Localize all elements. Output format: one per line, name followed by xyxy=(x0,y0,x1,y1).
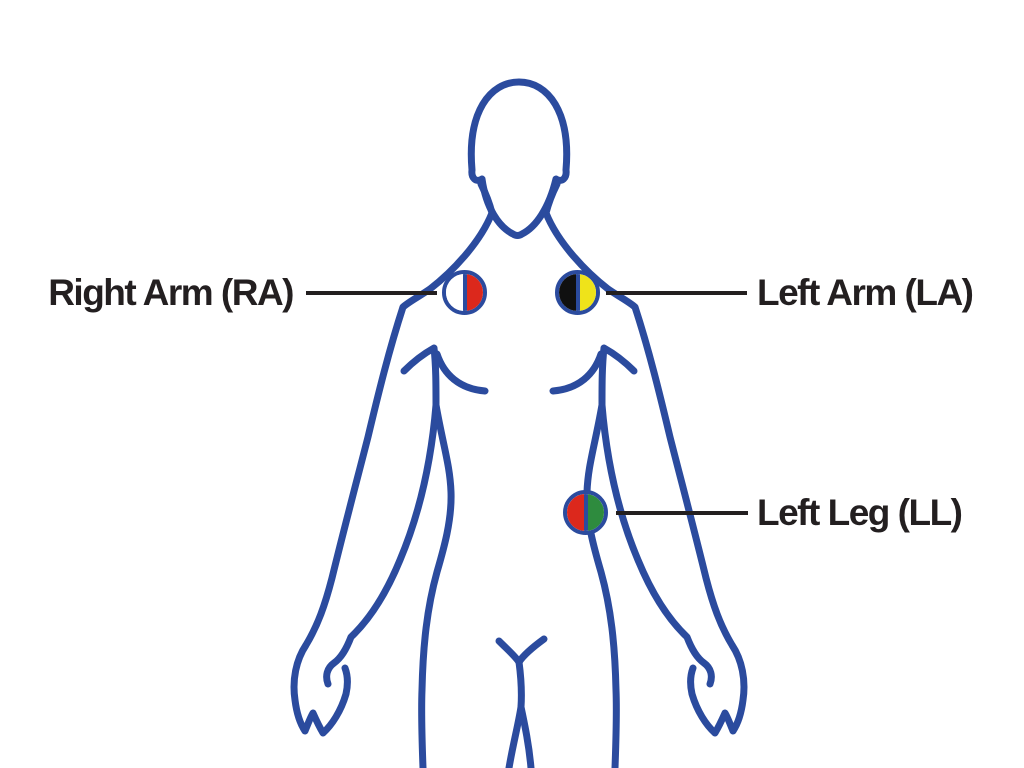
label-left-arm: Left Arm (LA) xyxy=(757,272,974,313)
left-pectoral-line xyxy=(549,350,605,395)
right-pectoral-line xyxy=(433,350,489,395)
body-outline-paths xyxy=(290,78,748,768)
right-torso-hip-leg xyxy=(418,401,455,768)
electrode-left-arm-divider xyxy=(575,274,580,311)
electrode-left-leg-divider xyxy=(583,494,588,531)
left-armpit-crease xyxy=(598,344,638,409)
label-left-leg: Left Leg (LL) xyxy=(757,492,963,533)
electrode-right-arm-divider xyxy=(462,274,467,311)
connector-line-left-leg xyxy=(616,511,748,515)
right-neck-shoulder-arm-hand xyxy=(290,180,496,737)
electrode-left-leg-left-half xyxy=(567,494,584,531)
connector-line-right-arm xyxy=(306,291,437,295)
left-inner-thigh xyxy=(517,703,535,768)
electrode-right-arm-left-half xyxy=(446,274,463,311)
electrode-left-leg-right-half xyxy=(587,494,604,531)
electrode-left-arm-right-half xyxy=(579,274,596,311)
connector-line-left-arm xyxy=(606,291,747,295)
electrode-right-arm xyxy=(442,270,487,315)
right-armpit-crease xyxy=(400,344,440,409)
left-torso-hip-leg xyxy=(583,401,620,768)
left-neck-shoulder-arm-hand xyxy=(542,180,748,737)
label-right-arm: Right Arm (RA) xyxy=(48,272,294,313)
electrode-left-leg xyxy=(563,490,608,535)
electrode-left-arm xyxy=(555,270,600,315)
groin-v-line xyxy=(495,635,548,666)
electrode-left-arm-left-half xyxy=(559,274,576,311)
head-outline xyxy=(467,78,571,239)
electrode-right-arm-right-half xyxy=(466,274,483,311)
left-inner-arm-thumb xyxy=(598,401,715,688)
right-inner-arm-thumb xyxy=(323,401,440,688)
